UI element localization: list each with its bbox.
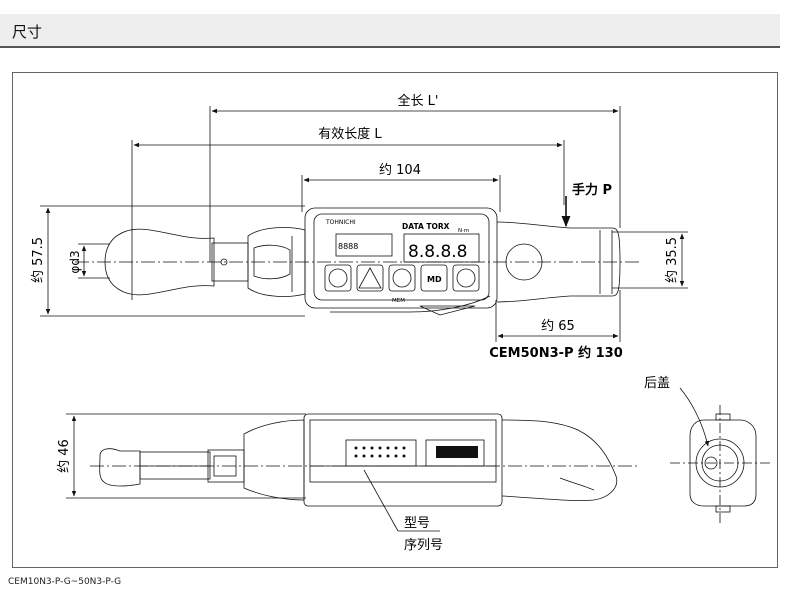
device-product: DATA TORX: [402, 222, 450, 231]
label-side-height: 约 46: [57, 439, 72, 473]
label-height-left: 约 57.5: [31, 237, 46, 283]
model-range-caption: CEM10N3-P-G~50N3-P-G: [8, 577, 122, 587]
label-back-cover: 后盖: [644, 376, 670, 391]
device-brand: TOHNICHI: [325, 219, 356, 226]
drawing-frame: [12, 72, 778, 568]
device-mem-label: MEM: [392, 298, 405, 304]
label-grip-note: CEM50N3-P 约 130: [489, 345, 623, 361]
device-small-readout: 8888: [338, 242, 358, 251]
label-model-no: 型号: [404, 516, 430, 531]
label-effective-length: 有效长度 L: [318, 126, 382, 142]
label-overall-length: 全长 L': [398, 93, 439, 109]
label-square-drive: φd3: [68, 250, 82, 273]
label-serial-no: 序列号: [404, 538, 443, 553]
label-body-length: 约 104: [379, 163, 421, 178]
device-md-label: MD: [427, 275, 442, 284]
section-header: 尺寸: [0, 14, 780, 48]
device-readout: 8.8.8.8: [408, 242, 467, 262]
device-unit: N·m: [458, 228, 469, 234]
section-title: 尺寸: [12, 23, 43, 41]
label-height-right: 约 35.5: [665, 237, 680, 283]
label-hand-force: 手力 P: [572, 182, 612, 198]
label-grip-length: 约 65: [541, 319, 575, 334]
